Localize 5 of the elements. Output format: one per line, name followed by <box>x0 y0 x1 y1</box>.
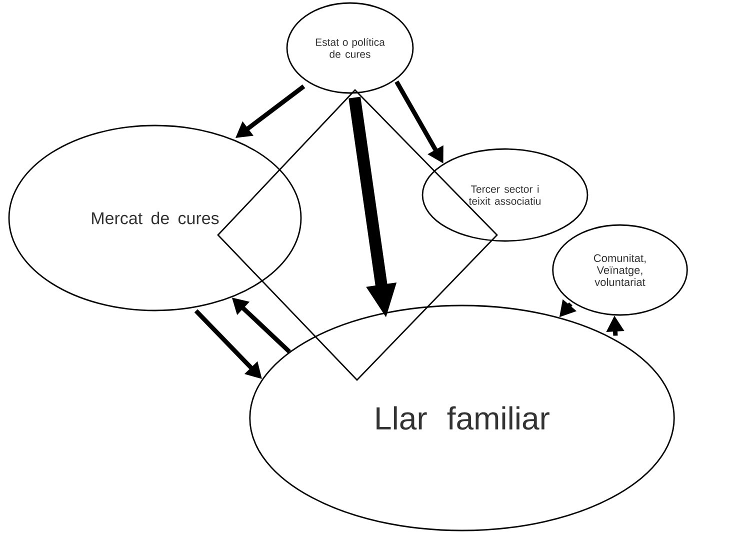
ellipse-node: Mercat de cures <box>8 124 302 312</box>
ellipse-node: Llar familiar <box>249 304 675 532</box>
ellipse-node: Tercer sector i teixit associatiu <box>422 148 588 242</box>
ellipse-node: Estat o política de cures <box>286 2 414 94</box>
ellipse-node: Comunitat, Veïnatge, voluntariat <box>552 224 688 316</box>
